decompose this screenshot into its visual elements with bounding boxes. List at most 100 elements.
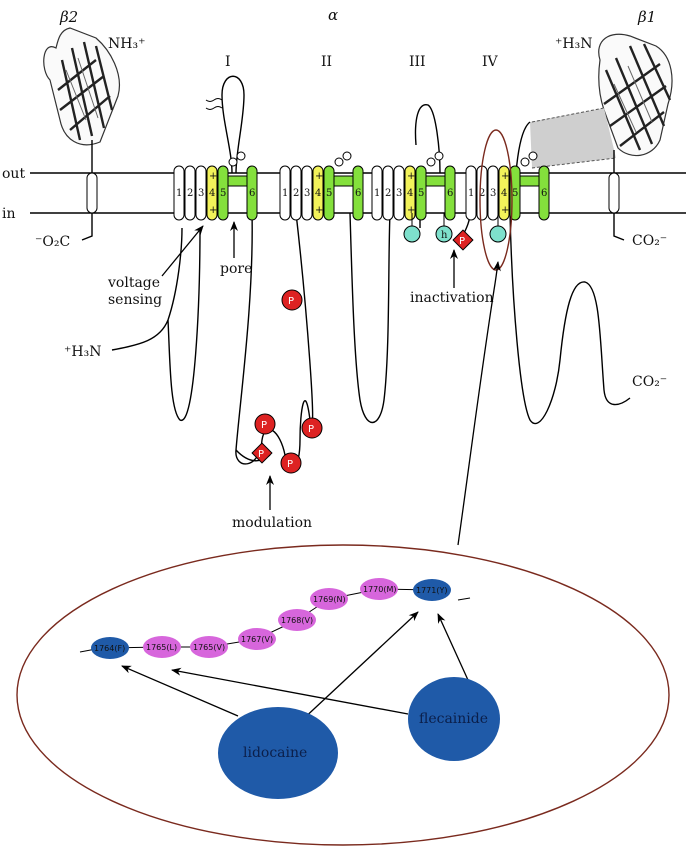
residue-beads: 1764(F) 1765(L) 1765(V) 1767(V)1768(V) 1769(… xyxy=(91,578,451,659)
phospho-diamond-2: P xyxy=(452,229,474,251)
teal-knob xyxy=(403,225,421,243)
domain-label-II: II xyxy=(321,54,332,70)
zoom-ellipse xyxy=(16,544,670,846)
inactivation-gate: h xyxy=(435,225,453,243)
segment-s4 xyxy=(404,165,416,221)
plus-charge: + xyxy=(501,171,509,182)
residue-label: 1765(L) xyxy=(146,643,177,652)
segment-s1 xyxy=(173,165,185,221)
phospho-diamond-label-2: P xyxy=(459,236,465,247)
segment-label: 4 xyxy=(209,188,215,199)
residue-1770: 1770(M) xyxy=(360,578,398,600)
segment-s6 xyxy=(444,165,456,221)
plus-charge: + xyxy=(209,171,217,182)
domain-label-IV: IV xyxy=(482,54,499,70)
inactivation-particles xyxy=(403,213,507,243)
voltage-arrow xyxy=(161,225,204,277)
segment-s4 xyxy=(206,165,218,221)
phospho-site-4: P xyxy=(280,452,302,474)
residue-1765: 1765(L) xyxy=(143,636,181,658)
segment-s3 xyxy=(301,165,313,221)
segment-label: 1 xyxy=(176,188,182,199)
label-in: in xyxy=(2,206,16,222)
segment-label: 2 xyxy=(479,188,485,199)
beta2-label: β2 xyxy=(59,8,78,26)
segment-s6 xyxy=(538,165,550,221)
p-loop-knob xyxy=(426,157,436,167)
p-loop-knob xyxy=(334,157,344,167)
plus-charge: + xyxy=(501,205,509,216)
pore-label: pore xyxy=(220,261,252,277)
segment-s4 xyxy=(498,165,510,221)
flecainide-label: flecainide xyxy=(419,711,488,727)
segment-s2 xyxy=(184,165,196,221)
domain-label-III: III xyxy=(409,54,426,70)
phospho-diamond-label-1: P xyxy=(258,449,264,460)
segment-s1 xyxy=(279,165,291,221)
beta1-subunit xyxy=(530,33,673,241)
segment-s3 xyxy=(487,165,499,221)
modulation-label: modulation xyxy=(232,515,312,531)
residue-1768: 1768(V) xyxy=(278,609,316,631)
co2-right-label: CO₂⁻ xyxy=(632,233,667,249)
segment-label: 4 xyxy=(407,188,413,199)
segment-label: 2 xyxy=(187,188,193,199)
segment-s1 xyxy=(465,165,477,221)
segment-label: 2 xyxy=(385,188,391,199)
plus-charge: + xyxy=(315,205,323,216)
residue-label: 1769(N) xyxy=(313,595,346,604)
plus-charge: + xyxy=(209,205,217,216)
sensing-label: sensing xyxy=(108,292,162,308)
segment-label: 1 xyxy=(468,188,474,199)
phospho-label-2: P xyxy=(261,420,267,431)
h3n-top-label: ⁺H₃N xyxy=(555,36,592,52)
segment-label: 6 xyxy=(541,188,547,199)
segment-s5 xyxy=(217,165,229,221)
residue-1764: 1764(F) xyxy=(91,637,129,659)
segment-label: 3 xyxy=(198,188,204,199)
segment-s2 xyxy=(290,165,302,221)
residue-1767: 1767(V) xyxy=(238,628,276,650)
phospho-site-2: P xyxy=(254,413,276,435)
inactivation-gate-label: h xyxy=(441,230,448,241)
beta2-subunit xyxy=(43,27,120,241)
residue-chain xyxy=(79,597,471,653)
plus-charge: + xyxy=(407,171,415,182)
flecainide-arrow-to-1771 xyxy=(437,613,469,681)
segment-label: 3 xyxy=(304,188,310,199)
lidocaine-label: lidocaine xyxy=(243,745,307,761)
p-loop-knob xyxy=(520,157,530,167)
domain-label-I: I xyxy=(225,54,231,70)
residue-1771: 1771(Y) xyxy=(413,579,451,601)
phospho-diamond-1: P xyxy=(251,442,273,464)
p-loop-knob xyxy=(228,157,238,167)
segment-s1 xyxy=(371,165,383,221)
co2-bottom-label: CO₂⁻ xyxy=(632,374,667,390)
p-loop-knob xyxy=(342,151,352,161)
segment-label: 4 xyxy=(501,188,507,199)
h3n-left-label: ⁺H₃N xyxy=(64,344,101,360)
residue-label: 1765(V) xyxy=(193,643,225,652)
flecainide-arrow-to-1764 xyxy=(171,667,409,715)
segment-label: 5 xyxy=(418,188,424,199)
segment-s5 xyxy=(323,165,335,221)
teal-knob xyxy=(489,225,507,243)
segment-label: 1 xyxy=(282,188,288,199)
lidocaine-arrow-to-1771 xyxy=(299,611,419,723)
lidocaine-molecule: lidocaine xyxy=(218,707,338,799)
nh3-label: NH₃⁺ xyxy=(108,36,145,52)
beta1-label: β1 xyxy=(637,8,656,26)
segment-label: 3 xyxy=(396,188,402,199)
p-loop-knob xyxy=(236,151,246,161)
segment-s6 xyxy=(352,165,364,221)
inactivation-label: inactivation xyxy=(410,290,494,306)
flecainide-molecule: flecainide xyxy=(408,677,500,761)
segment-label: 5 xyxy=(326,188,332,199)
segment-s5 xyxy=(415,165,427,221)
o2c-label: ⁻O₂C xyxy=(35,234,70,250)
segment-s6 xyxy=(246,165,258,221)
